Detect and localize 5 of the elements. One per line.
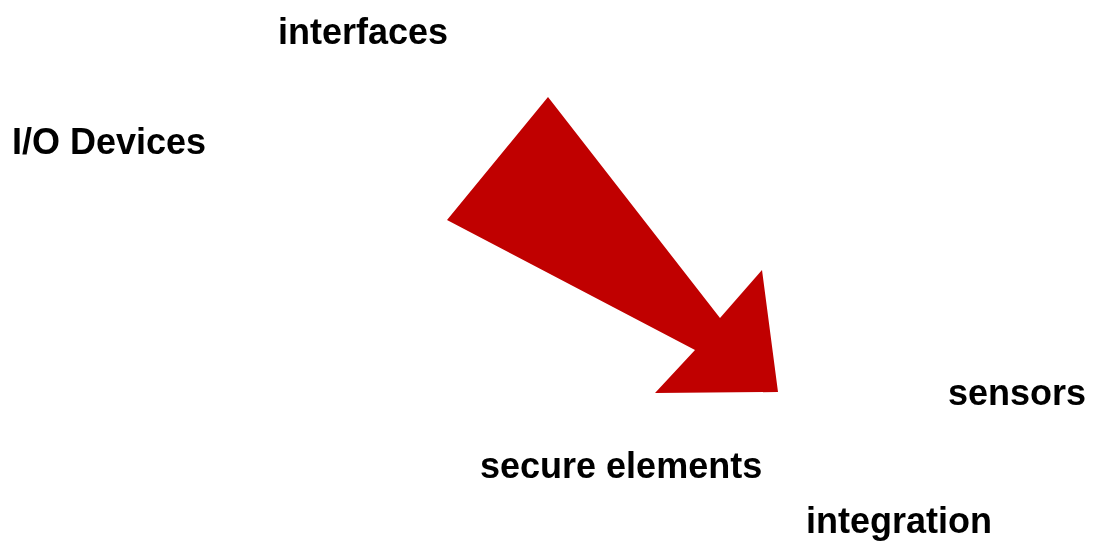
label-text: secure elements [480, 446, 763, 486]
label-text: I/O Devices [12, 122, 207, 162]
label-text: integration [806, 501, 992, 541]
label-text: sensors [948, 373, 1087, 413]
label-text: interfaces [278, 12, 449, 52]
